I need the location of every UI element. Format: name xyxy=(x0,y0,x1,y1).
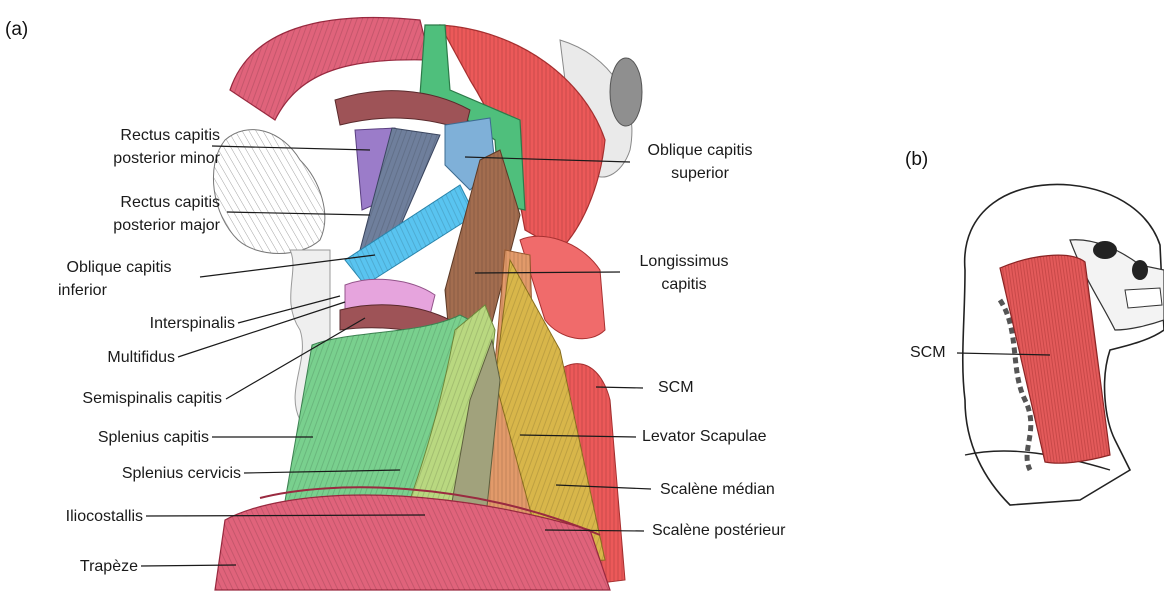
label-semispinalis-capitis: Semispinalis capitis xyxy=(20,387,222,410)
nasal-cavity xyxy=(1132,260,1148,280)
label-trapeze: Trapèze xyxy=(10,555,138,578)
label-oblique-inferior-line2: inferior xyxy=(40,279,198,302)
label-multifidus: Multifidus xyxy=(20,346,175,369)
label-oblique-capitis-inferior: Oblique capitis inferior xyxy=(40,256,198,302)
label-levator-scapulae: Levator Scapulae xyxy=(642,425,767,448)
label-rectus-capitis-posterior-minor: Rectus capitis posterior minor xyxy=(40,124,220,170)
label-scalene-median: Scalène médian xyxy=(660,478,775,501)
panel-a-label: (a) xyxy=(5,18,28,41)
panel-a-illustration xyxy=(213,18,642,590)
label-rectus-capitis-posterior-major: Rectus capitis posterior major xyxy=(40,191,220,237)
label-rectus-major-line1: Rectus capitis xyxy=(40,191,220,214)
label-scm-a: SCM xyxy=(658,376,694,399)
label-oblique-superior-line1: Oblique capitis xyxy=(630,139,770,162)
label-oblique-inferior-line1: Oblique capitis xyxy=(40,256,198,279)
teeth xyxy=(1125,288,1162,308)
label-scalene-posterior: Scalène postérieur xyxy=(652,519,785,542)
label-splenius-cervicis: Splenius cervicis xyxy=(20,462,241,485)
label-splenius-capitis: Splenius capitis xyxy=(20,426,209,449)
label-interspinalis: Interspinalis xyxy=(20,312,235,335)
label-oblique-capitis-superior: Oblique capitis superior xyxy=(630,139,770,185)
leader-oblique-inferior xyxy=(200,255,375,277)
panel-b-label: (b) xyxy=(905,148,928,171)
label-rectus-minor-line2: posterior minor xyxy=(40,147,220,170)
label-oblique-superior-line2: superior xyxy=(630,162,770,185)
eye-socket xyxy=(1093,241,1117,259)
ear-bone xyxy=(610,58,642,126)
label-scm-b: SCM xyxy=(910,341,946,364)
label-iliocostallis: Iliocostallis xyxy=(10,505,143,528)
label-longissimus-line2: capitis xyxy=(615,273,753,296)
label-rectus-minor-line1: Rectus capitis xyxy=(40,124,220,147)
panel-b-illustration xyxy=(963,184,1164,505)
label-rectus-major-line2: posterior major xyxy=(40,214,220,237)
label-longissimus-line1: Longissimus xyxy=(615,250,753,273)
label-longissimus-capitis: Longissimus capitis xyxy=(615,250,753,296)
